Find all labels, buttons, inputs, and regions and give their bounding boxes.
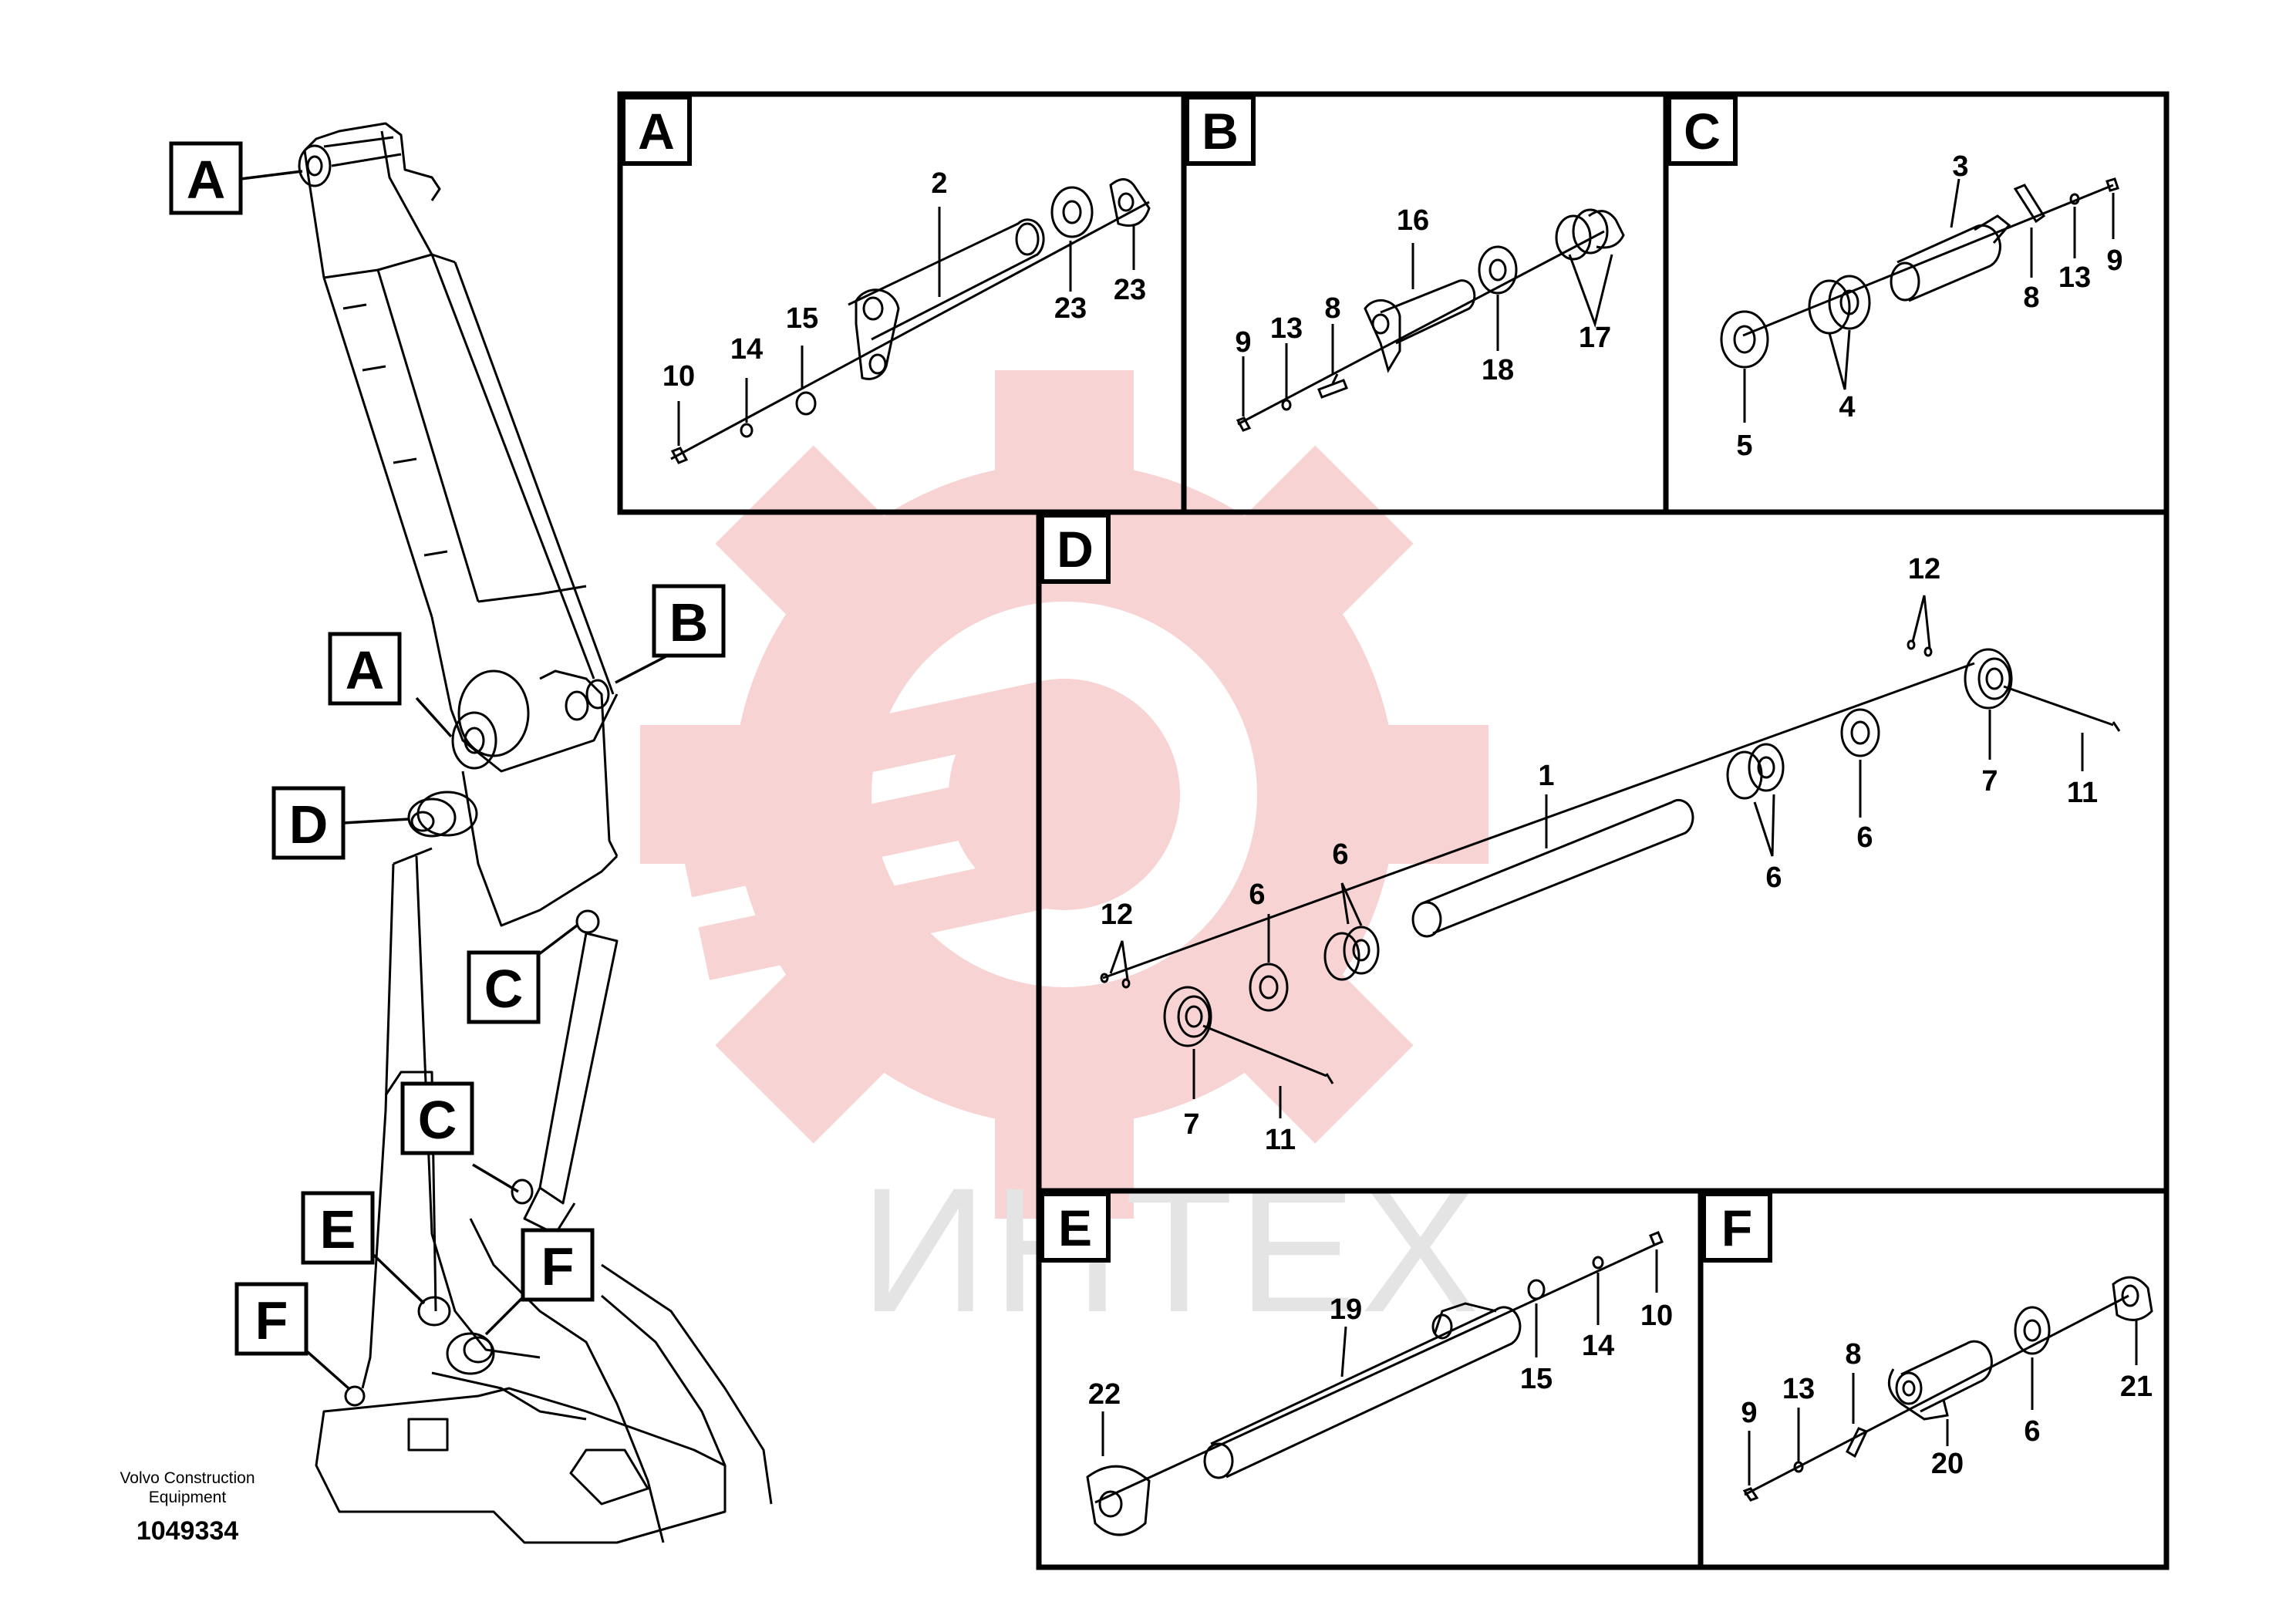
svg-text:B: B bbox=[669, 592, 709, 653]
part-18: 18 bbox=[1482, 354, 1514, 386]
callout-e[interactable]: E bbox=[301, 1191, 375, 1265]
panel-c-label[interactable]: C bbox=[1667, 95, 1738, 166]
leader-f-left bbox=[299, 1344, 350, 1390]
watermark-text: ИНТЕХ bbox=[860, 1151, 1484, 1349]
part-7: 7 bbox=[1981, 765, 1998, 798]
part-5: 5 bbox=[1736, 430, 1752, 462]
callout-c-lower[interactable]: C bbox=[400, 1081, 474, 1155]
panel-e-label[interactable]: E bbox=[1040, 1192, 1111, 1263]
callout-b[interactable]: B bbox=[652, 584, 726, 658]
part-9: 9 bbox=[1741, 1397, 1757, 1429]
part-6: 6 bbox=[1249, 878, 1265, 911]
part-13: 13 bbox=[2058, 261, 2091, 294]
panel-d-label[interactable]: D bbox=[1040, 513, 1111, 584]
svg-text:B: B bbox=[1202, 103, 1239, 160]
part-9: 9 bbox=[2106, 244, 2122, 277]
callout-c-upper[interactable]: C bbox=[467, 950, 541, 1024]
panel-f-parts bbox=[1742, 1276, 2153, 1502]
part-21: 21 bbox=[2120, 1371, 2153, 1403]
panel-b-parts bbox=[1236, 208, 1625, 432]
panel-e-parts bbox=[1086, 1231, 1664, 1536]
part-14: 14 bbox=[730, 333, 763, 366]
panel-e-numbers: 19 22 15 14 10 bbox=[1088, 1293, 1673, 1411]
part-6: 6 bbox=[1332, 838, 1348, 871]
callout-d[interactable]: D bbox=[271, 786, 346, 860]
panel-a-parts bbox=[670, 178, 1151, 464]
part-13: 13 bbox=[1270, 312, 1303, 345]
svg-text:A: A bbox=[346, 640, 385, 700]
part-12: 12 bbox=[1908, 553, 1940, 585]
panel-frames bbox=[617, 91, 2170, 1570]
part-2: 2 bbox=[931, 167, 947, 200]
maker-line-2: Equipment bbox=[149, 1489, 227, 1506]
svg-text:D: D bbox=[289, 794, 329, 855]
panel-a-label[interactable]: A bbox=[621, 95, 692, 166]
svg-text:C: C bbox=[1684, 103, 1721, 160]
part-13: 13 bbox=[1782, 1373, 1815, 1405]
leader-d bbox=[342, 818, 410, 824]
callout-f-left[interactable]: F bbox=[234, 1282, 308, 1356]
leader-c-lower bbox=[472, 1163, 519, 1193]
drawing-number: 1049334 bbox=[137, 1516, 238, 1546]
svg-text:D: D bbox=[1057, 521, 1094, 578]
part-9: 9 bbox=[1235, 326, 1251, 359]
part-19: 19 bbox=[1330, 1293, 1362, 1326]
watermark-gear-icon bbox=[640, 370, 1489, 1219]
leader-c-upper bbox=[534, 924, 578, 958]
part-8: 8 bbox=[1324, 292, 1340, 325]
boom-overview-drawing bbox=[298, 122, 773, 1544]
part-3: 3 bbox=[1952, 150, 1968, 183]
svg-text:F: F bbox=[1721, 1199, 1752, 1256]
panel-d-numbers: 12 12 1 6 6 6 6 7 7 11 11 bbox=[1101, 553, 2098, 1156]
panel-f-numbers: 8 9 13 20 6 21 bbox=[1741, 1338, 2153, 1480]
svg-text:E: E bbox=[1058, 1199, 1092, 1256]
part-7: 7 bbox=[1183, 1108, 1199, 1141]
leader-e bbox=[366, 1248, 426, 1305]
svg-text:F: F bbox=[541, 1236, 575, 1297]
panel-a-numbers: 2 23 23 15 14 10 bbox=[663, 167, 1146, 393]
part-17: 17 bbox=[1579, 322, 1611, 354]
part-10: 10 bbox=[663, 360, 695, 393]
part-6: 6 bbox=[1765, 862, 1782, 894]
part-23: 23 bbox=[1114, 274, 1146, 306]
panel-b-numbers: 16 8 13 9 18 17 bbox=[1235, 204, 1611, 386]
part-10: 10 bbox=[1640, 1300, 1673, 1332]
part-15: 15 bbox=[786, 302, 818, 335]
callout-a-top[interactable]: A bbox=[169, 141, 243, 215]
part-14: 14 bbox=[1582, 1330, 1614, 1362]
part-12: 12 bbox=[1101, 899, 1133, 931]
panel-f-label[interactable]: F bbox=[1701, 1192, 1772, 1263]
part-1: 1 bbox=[1538, 760, 1554, 792]
panel-d-parts bbox=[1100, 595, 2121, 1118]
part-15: 15 bbox=[1520, 1363, 1553, 1395]
part-6: 6 bbox=[2024, 1415, 2040, 1448]
callout-a-mid[interactable]: A bbox=[328, 632, 402, 706]
part-11: 11 bbox=[2067, 777, 2098, 809]
panel-b-label[interactable]: B bbox=[1185, 95, 1256, 166]
svg-text:A: A bbox=[187, 150, 226, 210]
svg-text:C: C bbox=[484, 959, 524, 1019]
svg-text:A: A bbox=[638, 103, 675, 160]
leader-a-top bbox=[240, 170, 303, 180]
part-22: 22 bbox=[1088, 1378, 1121, 1411]
part-4: 4 bbox=[1839, 391, 1855, 423]
overview-callouts bbox=[240, 170, 683, 1390]
part-11: 11 bbox=[1265, 1124, 1296, 1156]
part-20: 20 bbox=[1931, 1448, 1964, 1480]
svg-text:C: C bbox=[418, 1090, 457, 1150]
maker-line-1: Volvo Construction bbox=[120, 1469, 255, 1487]
callout-f-right[interactable]: F bbox=[521, 1228, 595, 1302]
part-8: 8 bbox=[1845, 1338, 1861, 1371]
leader-a-mid bbox=[415, 696, 453, 738]
part-16: 16 bbox=[1397, 204, 1429, 237]
svg-text:E: E bbox=[320, 1199, 356, 1259]
panel-c-parts bbox=[1720, 177, 2119, 423]
part-23: 23 bbox=[1054, 292, 1087, 325]
part-8: 8 bbox=[2023, 282, 2039, 314]
svg-text:F: F bbox=[255, 1290, 288, 1351]
part-6: 6 bbox=[1856, 821, 1873, 854]
panel-c-numbers: 3 8 13 9 4 5 bbox=[1736, 150, 2122, 462]
